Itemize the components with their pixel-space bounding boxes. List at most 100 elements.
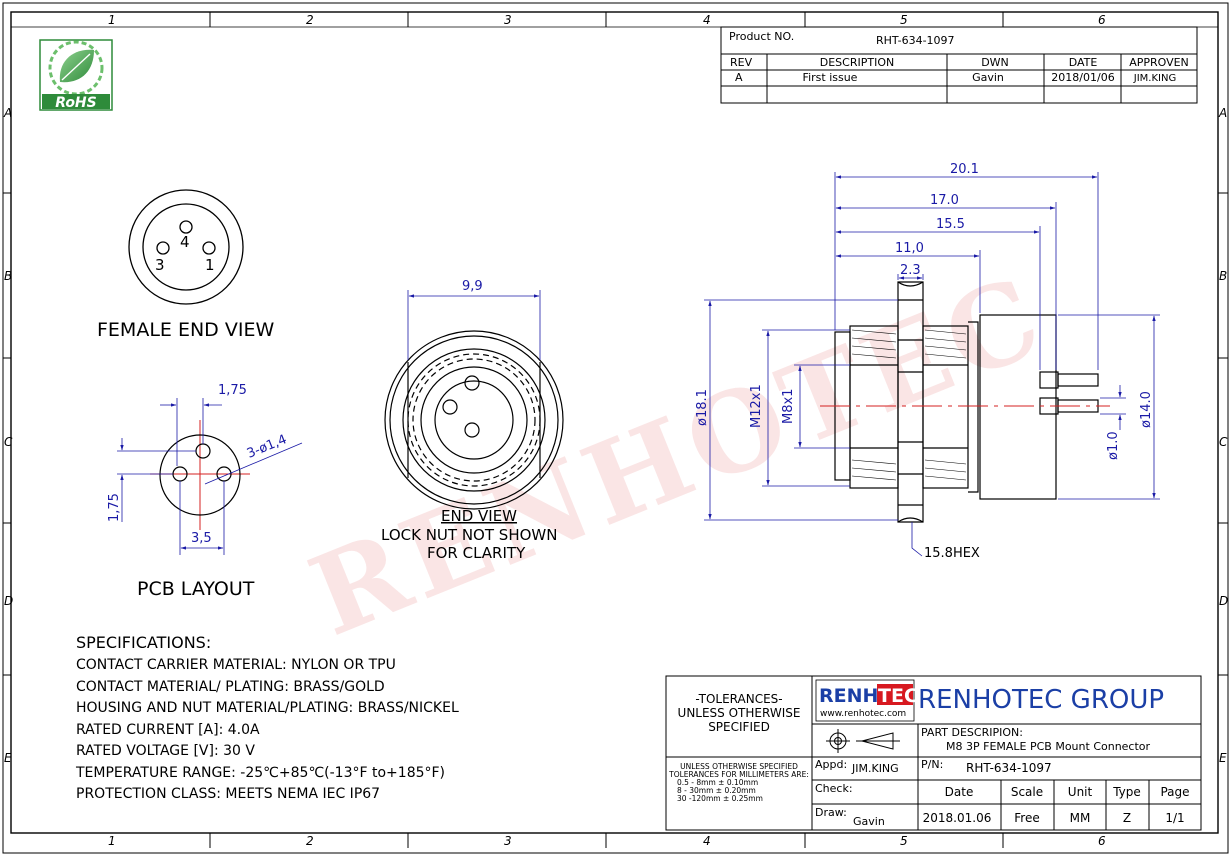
page-header: Page — [1160, 785, 1189, 799]
pcb-layout-title: PCB LAYOUT — [137, 578, 255, 600]
unit-value: MM — [1070, 811, 1091, 825]
pcb-dim-bottom: 3,5 — [191, 531, 212, 546]
svg-text:5: 5 — [900, 13, 908, 27]
spec-line: CONTACT MATERIAL/ PLATING: BRASS/GOLD — [76, 679, 385, 695]
brand-url: www.renhotec.com — [820, 709, 906, 719]
tolerance-line-3: SPECIFIED — [708, 720, 770, 734]
svg-text:3: 3 — [504, 13, 512, 27]
description-header: DESCRIPTION — [820, 56, 894, 69]
appd-value: JIM.KING — [851, 762, 899, 775]
title-block — [665, 675, 1202, 831]
draw-label: Draw: — [815, 806, 847, 819]
side-dim-m8: M8x1 — [781, 389, 796, 424]
tol-small: TOLERANCES FOR MILLIMETERS ARE: — [668, 770, 809, 779]
svg-text:6: 6 — [1098, 13, 1106, 27]
svg-text:1: 1 — [108, 13, 116, 27]
pcb-dim-holes: 3-ø1,4 — [245, 432, 289, 461]
pn-value: RHT-634-1097 — [966, 761, 1052, 775]
frame-labels: 1 2 3 4 5 6 1 2 3 4 5 6 A B C D E A B C … — [3, 13, 1228, 848]
approven-value: JIM.KING — [1133, 73, 1176, 84]
side-dim-m12: M12x1 — [749, 384, 764, 428]
tolerance-line-1: -TOLERANCES- — [695, 692, 782, 706]
spec-line: RATED VOLTAGE [V]: 30 V — [76, 743, 255, 759]
tol-small: 8 - 30mm ± 0.20mm — [677, 786, 756, 795]
check-label: Check: — [815, 782, 853, 795]
renhotec-logo: RENHO TEC www.renhotec.com — [815, 679, 918, 722]
appd-label: Appd: — [815, 758, 847, 771]
watermark: RENHOTEC — [294, 250, 1063, 661]
part-desc-label: PART DESCRIPION: — [921, 726, 1023, 739]
svg-text:A: A — [1218, 106, 1227, 120]
end-view-note-2: FOR CLARITY — [427, 544, 526, 562]
description-value: First issue — [803, 71, 858, 84]
brand-logo-part-a: RENHO — [819, 685, 895, 707]
side-view: 20.1 17.0 15.5 11,0 2.3 ø18.1 M12x1 M8x1… — [695, 162, 1160, 561]
spec-heading: SPECIFICATIONS: — [76, 633, 211, 652]
side-dim-2-3: 2.3 — [900, 263, 921, 278]
page-value: 1/1 — [1165, 811, 1184, 825]
spec-line: HOUSING AND NUT MATERIAL/PLATING: BRASS/… — [76, 700, 459, 716]
draw-value: Gavin — [853, 815, 885, 828]
product-no-label: Product NO. — [729, 30, 794, 43]
tol-small: 30 -120mm ± 0.25mm — [677, 794, 763, 803]
specifications: SPECIFICATIONS: CONTACT CARRIER MATERIAL… — [75, 633, 459, 802]
female-end-view — [128, 189, 244, 305]
side-dim-dia-14-0: ø14.0 — [1139, 391, 1154, 428]
spec-line: PROTECTION CLASS: MEETS NEMA IEC IP67 — [76, 786, 380, 802]
end-view-note-1: LOCK NUT NOT SHOWN — [381, 526, 557, 544]
revision-table — [720, 26, 1198, 104]
company-name: RENHOTEC GROUP — [918, 685, 1164, 715]
svg-text:D: D — [4, 594, 13, 608]
brand-logo-part-b: TEC — [878, 685, 918, 707]
svg-text:2: 2 — [306, 13, 314, 27]
svg-text:E: E — [1219, 751, 1227, 765]
tol-small: 0.5 - 8mm ± 0.10mm — [677, 778, 758, 787]
svg-text:D: D — [1219, 594, 1228, 608]
rohs-logo: RoHS — [39, 39, 113, 111]
spec-line: RATED CURRENT [A]: 4.0A — [76, 722, 260, 738]
date-header: DATE — [1069, 56, 1098, 69]
side-dim-20-1: 20.1 — [950, 162, 979, 177]
rohs-text: RoHS — [55, 95, 97, 111]
svg-text:RENHOTEC: RENHOTEC — [294, 250, 1063, 661]
svg-text:E: E — [4, 751, 12, 765]
side-dim-dia-1-0: ø1.0 — [1106, 431, 1121, 460]
svg-text:C: C — [4, 435, 13, 449]
svg-text:C: C — [1219, 435, 1228, 449]
date-value: 2018/01/06 — [1051, 71, 1114, 84]
end-view-dim-width: 9,9 — [462, 279, 483, 294]
end-view-title: END VIEW — [441, 507, 517, 525]
pin-4-label: 4 — [180, 233, 190, 251]
unit-header: Unit — [1068, 785, 1093, 799]
svg-text:1: 1 — [108, 834, 116, 848]
spec-line: CONTACT CARRIER MATERIAL: NYLON OR TPU — [76, 657, 396, 673]
spec-line: TEMPERATURE RANGE: -25℃+85℃(-13°F to+185… — [75, 765, 445, 781]
tol-small: UNLESS OTHERWISE SPECIFIED — [680, 762, 798, 771]
side-dim-17-0: 17.0 — [930, 193, 959, 208]
scale-header: Scale — [1011, 785, 1043, 799]
pcb-dim-left: 1,75 — [107, 493, 122, 522]
dwn-header: DWN — [981, 56, 1009, 69]
side-dim-11-0: 11,0 — [895, 241, 924, 256]
svg-text:A: A — [3, 106, 12, 120]
date-header: Date — [945, 785, 974, 799]
svg-text:B: B — [1219, 269, 1227, 283]
svg-text:2: 2 — [306, 834, 314, 848]
pin-3-label: 3 — [155, 256, 165, 274]
svg-text:4: 4 — [703, 834, 711, 848]
product-no: RHT-634-1097 — [876, 34, 955, 47]
rev-header: REV — [730, 56, 753, 69]
rev-value: A — [735, 71, 743, 84]
svg-text:6: 6 — [1098, 834, 1106, 848]
tolerance-line-2: UNLESS OTHERWISE — [678, 706, 801, 720]
side-dim-dia-18-1: ø18.1 — [695, 389, 710, 426]
side-dim-hex: 15.8HEX — [924, 546, 980, 561]
svg-text:4: 4 — [703, 13, 711, 27]
approven-header: APPROVEN — [1129, 56, 1189, 69]
svg-text:3: 3 — [504, 834, 512, 848]
pcb-dim-top: 1,75 — [218, 383, 247, 398]
pn-label: P/N: — [921, 758, 943, 771]
pin-1-label: 1 — [205, 256, 215, 274]
pcb-layout: 1,75 1,75 3,5 3-ø1,4 PCB LAYOUT — [107, 383, 303, 600]
